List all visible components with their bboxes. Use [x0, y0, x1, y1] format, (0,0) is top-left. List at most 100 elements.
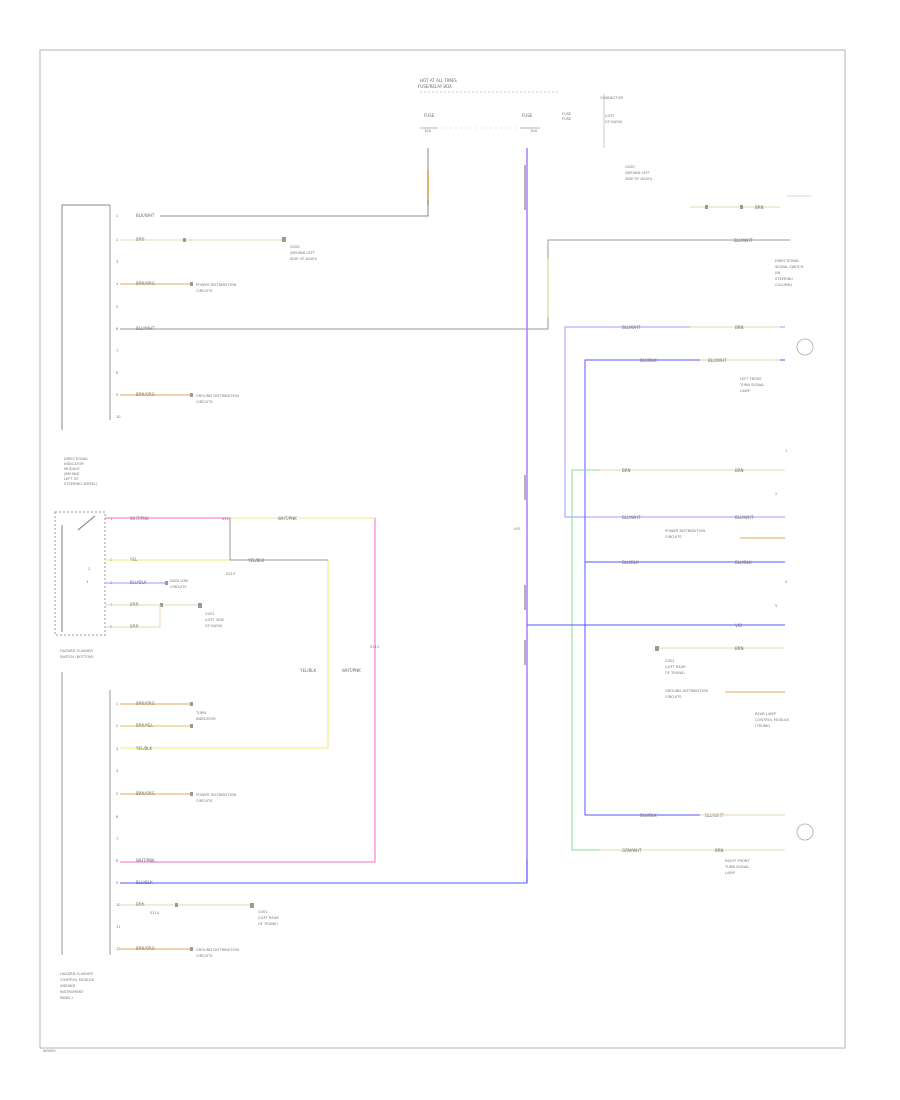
cm-12-arrow: [190, 947, 193, 951]
rear-ground-l3: OF TRUNK): [665, 671, 685, 675]
dir-pin-7: 7: [116, 349, 118, 353]
hazard-switch-pin: 2: [88, 567, 90, 571]
fuse-2-rating: 10A: [530, 129, 538, 133]
dir-pin-9: 9: [116, 393, 119, 397]
cm-label-4: INSTRUMENT: [60, 990, 84, 994]
ref-ground-b1: GROUND DISTRIBUTION: [196, 948, 239, 952]
rear-wire-1-label: BRN: [622, 468, 631, 473]
hazard-switch-pin-2: 3: [86, 580, 88, 584]
rear-pin-1: 1: [785, 449, 787, 453]
cm-pin-4: 4: [116, 769, 119, 773]
cm-label-2: CONTROL MODULE: [60, 978, 95, 982]
dir-switch-l4: STEERING: [775, 277, 793, 281]
fuse-note-1: FUSE: [562, 112, 572, 116]
rear-ref-power-1: POWER DISTRIBUTION: [665, 529, 705, 533]
g201-l2: (LEFT SIDE: [205, 618, 225, 622]
cm-10-connector: [175, 903, 178, 907]
cm-pin-3: 3: [116, 747, 118, 751]
cm-wire-8-label: WHT/PNK: [136, 858, 155, 863]
splice-s213: S213: [226, 572, 235, 576]
rf-wire-1-label: BLU/BLK: [640, 813, 657, 818]
dir-module-label-5: LEFT OF: [64, 477, 79, 481]
footer-code: W0000: [43, 1049, 56, 1053]
dir-pin-2: 2: [116, 238, 118, 242]
dir-pin-3: 3: [116, 260, 118, 264]
rear-wire-2b-label: BLU/WHT: [735, 515, 754, 520]
cm-pin-2: 2: [116, 724, 118, 728]
hazard-switch-outline: [54, 511, 106, 636]
rt-ground-2: (BEHIND LEFT: [625, 171, 651, 175]
cm-pin-8: 8: [116, 859, 119, 863]
wire-lf-lamp-loop: [564, 326, 785, 518]
cm-pin-7: 7: [116, 837, 118, 841]
dir-pin-6: 6: [116, 327, 119, 331]
cm-pin-10: 10: [116, 903, 121, 907]
rear-ground-node: [655, 646, 659, 651]
rear-pin-4: 4: [785, 580, 788, 584]
dir-4-arrow: [190, 282, 193, 286]
ref-power-1: POWER DISTRIBUTION: [196, 283, 236, 287]
lf-wire-2-label: BLU/BLK: [640, 358, 657, 363]
rear-pin-2: 2: [775, 492, 777, 496]
rear-ground-l2: (LEFT REAR: [665, 665, 686, 669]
fuse-block-title-1: HOT AT ALL TIMES: [420, 78, 457, 83]
fuse-note-3: CONNECTOR: [600, 96, 624, 100]
ref-data-1: DATA LINE: [170, 579, 189, 583]
dir-pin-4: 4: [116, 282, 119, 286]
g301-l3: OF TRUNK): [258, 922, 278, 926]
cm-turn-ind-1: TURN: [195, 711, 206, 715]
lf-lamp-l3: LAMP: [740, 389, 751, 393]
dir-module-label-3: MODULE: [64, 467, 80, 471]
cm-2-arrow: [190, 724, 193, 728]
rt-ground-wire-label: BRN: [755, 205, 764, 210]
dir-module-label-6: STEERING WHEEL): [64, 482, 98, 486]
directional-module-outline: [61, 204, 110, 430]
lf-wire-1b-label: BRN: [735, 325, 744, 330]
rt-ground-conn-2: [740, 205, 743, 209]
lf-lamp-symbol: [796, 338, 814, 356]
rf-lamp-l3: LAMP: [725, 871, 736, 875]
fuse-2-name: FUSE: [522, 113, 533, 118]
lf-wire-1-label: BLU/WHT: [622, 325, 641, 330]
dir-wire-1-label: BLK/WHT: [136, 213, 155, 218]
hz-4-ground-node: [198, 603, 202, 608]
hz-4-connector: [160, 603, 163, 607]
rf-wire-2b-label: BRN: [715, 848, 724, 853]
dir-module-label-1: DIRECTIONAL: [64, 457, 88, 461]
hz-wire-2b-label: YEL/BLK: [247, 558, 265, 563]
hazard-switch-label-1: HAZARD FLASHER: [60, 649, 93, 653]
cm-label-5: PANEL): [60, 996, 73, 1000]
g200-l1: G200: [290, 245, 300, 249]
cm-pin-6: 6: [116, 815, 119, 819]
fuse-note-4: (LEFT: [605, 114, 616, 118]
rear-ref-ground-1: GROUND DISTRIBUTION: [665, 689, 708, 693]
wire-rear-green: [571, 469, 785, 851]
rear-wire-4-label: VIO: [735, 623, 742, 628]
g301-l2: (LEFT REAR: [258, 916, 279, 920]
dir-module-label-4: (BEHIND: [64, 472, 80, 476]
diagram-frame: [39, 49, 846, 1049]
fuse-1-name: FUSE: [424, 113, 435, 118]
rear-ref-power-2: CIRCUITS: [665, 535, 682, 539]
dir-switch-l2: SIGNAL SWITCH: [775, 265, 804, 269]
dir-module-label-2: INDICATOR: [64, 462, 84, 466]
dir-pin-5: 5: [116, 305, 118, 309]
rear-wire-1b-label: BRN: [735, 468, 744, 473]
splice-s211: S211: [222, 517, 231, 521]
g200-l2: (BEHIND LEFT: [290, 251, 316, 255]
ref-ground-1: GROUND DISTRIBUTION: [196, 394, 239, 398]
g301-l1: G301: [258, 910, 268, 914]
hz-wire-yel-v-label: YEL/BLK: [299, 668, 317, 673]
rear-module-l1: REAR LAMP: [755, 712, 777, 716]
rear-ground-l1: G301: [665, 659, 675, 663]
cm-pin-11: 11: [116, 925, 121, 929]
g201-l1: G201: [205, 612, 215, 616]
ref-ground-2: CIRCUITS: [196, 400, 213, 404]
rt-ground-1: G200: [625, 165, 635, 169]
wire-cm-9: [120, 860, 528, 884]
rf-lamp-symbol: [796, 823, 814, 841]
hazard-switch-contact: [77, 515, 96, 531]
rear-wire-5-label: BRN: [735, 646, 744, 651]
